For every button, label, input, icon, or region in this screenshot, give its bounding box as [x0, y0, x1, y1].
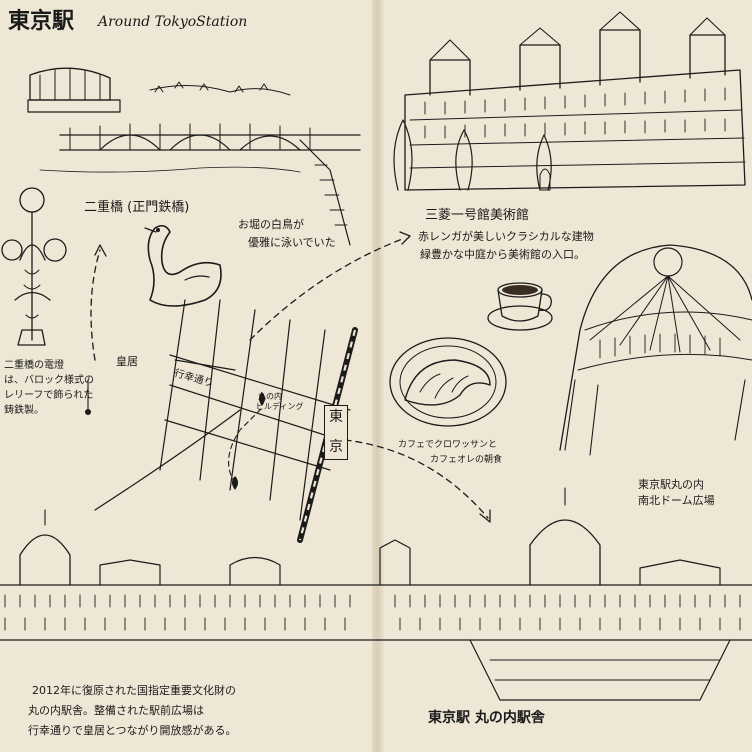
route-arrows [90, 231, 491, 523]
dome-label-line-1: 東京駅丸の内 [638, 478, 704, 491]
cafe-note-line-1: カフェでクロワッサンと [398, 440, 498, 450]
dome-interior-illustration [559, 244, 752, 456]
sketchbook-fold [372, 0, 384, 752]
dome-label-line-2: 南北ドーム広場 [638, 494, 715, 507]
museum-title: 三菱一号館美術館 [425, 208, 530, 223]
museum-note-line-1: 赤レンガが美しいクラシカルな建物 [418, 230, 594, 243]
mitsubishi-museum-illustration [393, 11, 746, 191]
museum-note-line-2: 緑豊かな中庭から美術館の入口。 [420, 248, 585, 261]
description-line-2: 丸の内駅舎。整備された駅前広場は [28, 704, 204, 717]
coffee-cup-illustration [487, 282, 553, 331]
title-english: Around TokyoStation [98, 14, 248, 30]
swan-note-line-1: お堀の白鳥が [238, 218, 304, 231]
title-japanese: 東京駅 [8, 9, 75, 34]
lamp-note-line-1: 二重橋の電燈 [4, 360, 64, 371]
description-line-3: 行幸通りで皇居とつながり開放感がある。 [28, 724, 237, 737]
croissant-plate-illustration [389, 337, 507, 427]
swan-illustration [144, 224, 222, 307]
building-label-line-2: ビルディング [256, 402, 304, 411]
swan-note-line-2: 優雅に泳いでいた [248, 236, 336, 249]
marunouchi-station-panorama [0, 487, 752, 701]
area-map [85, 299, 358, 543]
kokyo-label: 皇居 [116, 355, 138, 368]
station-map-label-char-1: 東 [329, 409, 343, 425]
lamp-note-line-3: レリーフで飾られた [4, 390, 94, 401]
description-line-1: 2012年に復原された国指定重要文化財の [32, 684, 236, 697]
station-map-label: 東 京 [324, 405, 348, 460]
station-title: 東京駅 丸の内駅舎 [428, 710, 545, 726]
nijubashi-bridge-illustration [27, 67, 361, 246]
street-lamp-illustration [1, 187, 67, 346]
building-label-line-1: 丸の内 [258, 392, 282, 401]
lamp-note-line-2: は、バロック様式の [4, 375, 94, 386]
lamp-note-line-4: 鋳鉄製。 [4, 405, 44, 416]
cafe-note-line-2: カフェオレの朝食 [430, 455, 503, 465]
bridge-label: 二重橋 (正門鉄橋) [84, 200, 190, 215]
station-map-label-char-2: 京 [329, 438, 343, 455]
